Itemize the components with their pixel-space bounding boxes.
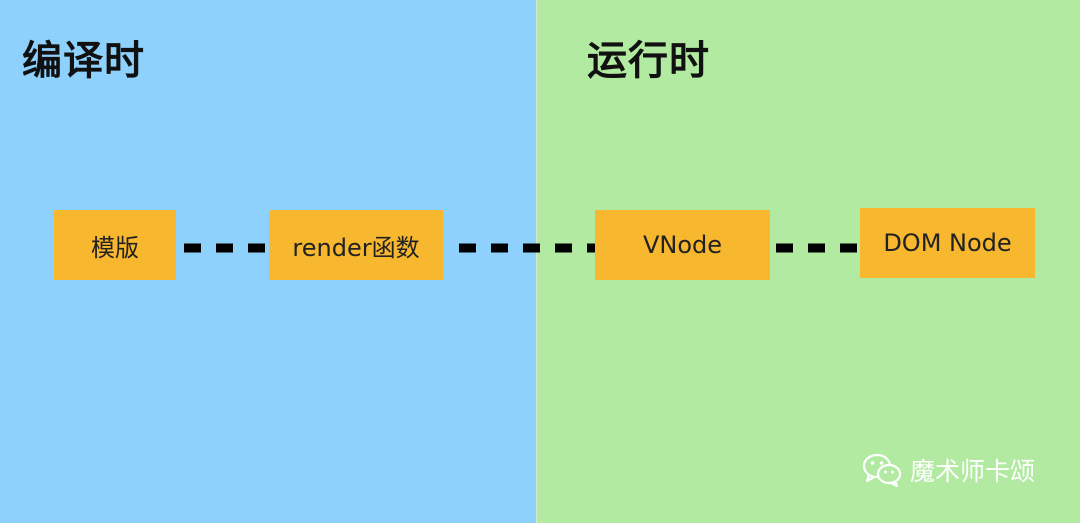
- dom-node-node-label: DOM Node: [883, 229, 1012, 257]
- watermark: 魔术师卡颂: [862, 452, 1035, 488]
- template-node: 模版: [54, 210, 176, 280]
- template-node-label: 模版: [91, 233, 139, 262]
- dom-node-node: DOM Node: [860, 208, 1035, 278]
- connector-vnode-domnode: [776, 243, 860, 253]
- connector-render-vnode: [459, 243, 595, 253]
- wechat-icon: [862, 453, 902, 488]
- connector-template-render: [184, 243, 269, 253]
- vnode-node-label: VNode: [642, 231, 723, 259]
- vnode-node: VNode: [595, 210, 770, 280]
- panel-divider: [536, 0, 537, 523]
- compile-time-title: 编译时: [22, 38, 145, 84]
- render-function-node: render函数: [269, 210, 443, 280]
- render-function-node-label: render函数: [292, 233, 420, 262]
- runtime-title: 运行时: [587, 38, 710, 84]
- watermark-text: 魔术师卡颂: [910, 457, 1036, 486]
